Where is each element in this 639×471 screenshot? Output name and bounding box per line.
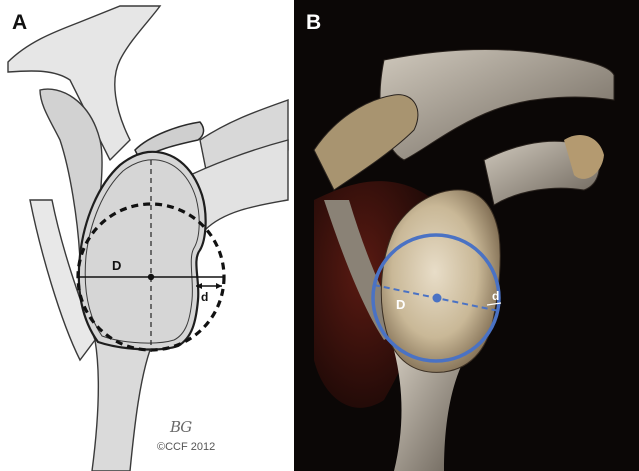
major-diameter-label: D <box>396 298 405 311</box>
major-diameter-label: D <box>112 259 121 272</box>
panel-label: B <box>306 12 321 33</box>
panel-a-illustration: A D d BG ©CCF 2012 <box>0 0 290 471</box>
artist-signature: BG <box>170 418 191 436</box>
ct-render <box>294 0 639 471</box>
bone-loss-label: d <box>492 290 499 302</box>
circle-center-dot <box>433 294 442 303</box>
circle-center-dot <box>148 274 154 280</box>
glenoid-illustration <box>0 0 290 471</box>
bone-loss-label: d <box>201 291 208 303</box>
copyright-text: ©CCF 2012 <box>157 441 215 453</box>
panel-label: A <box>12 12 27 33</box>
panel-b-ct-reconstruction: B D d <box>294 0 639 471</box>
